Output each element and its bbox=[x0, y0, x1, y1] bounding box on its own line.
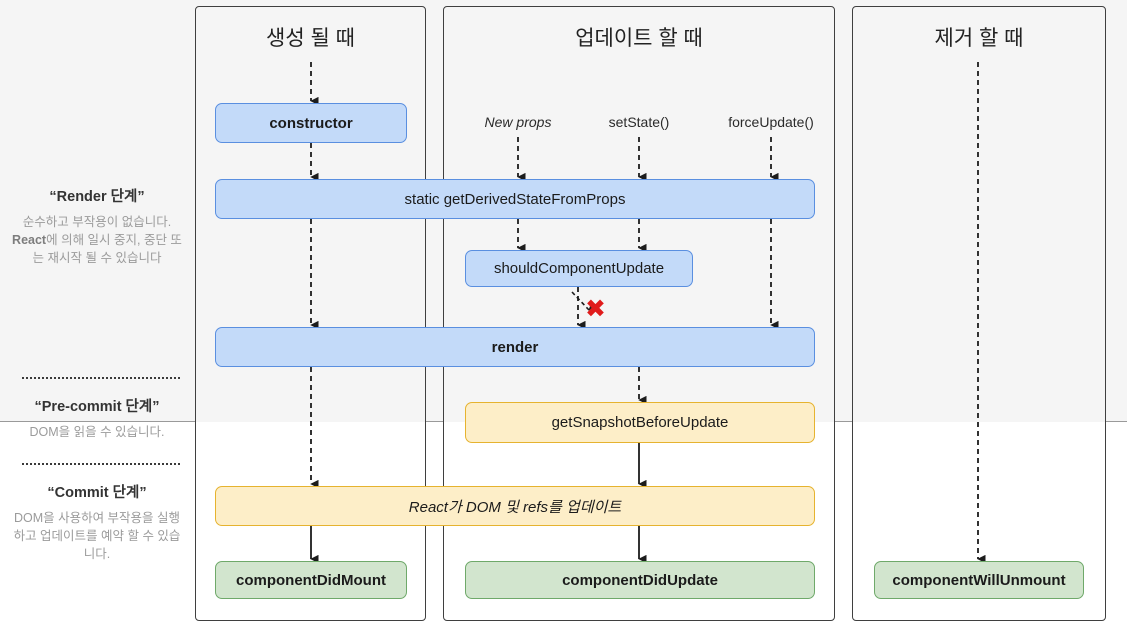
legend-render-phase: “Render 단계” 순수하고 부작용이 없습니다. React에 의해 일시… bbox=[12, 185, 182, 267]
node-constructor[interactable]: constructor bbox=[215, 103, 407, 143]
column-title-updating: 업데이트 할 때 bbox=[575, 27, 703, 50]
node-react-updates-dom-and-refs[interactable]: React가 DOM 및 refs를 업데이트 bbox=[215, 486, 815, 526]
trigger-force-update: forceUpdate() bbox=[728, 114, 814, 130]
legend-commit-phase-description: DOM을 사용하여 부작용을 실행하고 업데이트를 예약 할 수 있습니다. bbox=[13, 511, 181, 562]
legend-commit-phase: “Commit 단계” DOM을 사용하여 부작용을 실행하고 업데이트를 예약… bbox=[12, 481, 182, 563]
legend-render-phase-title: “Render 단계” bbox=[49, 189, 145, 205]
legend-pre-commit-phase-description: DOM을 읽을 수 있습니다. bbox=[29, 425, 165, 439]
panel-head-tint-3 bbox=[853, 7, 1105, 422]
legend-pre-commit-phase: “Pre-commit 단계” DOM을 읽을 수 있습니다. bbox=[12, 395, 182, 441]
node-should-component-update[interactable]: shouldComponentUpdate bbox=[465, 250, 693, 287]
node-get-derived-state-from-props[interactable]: static getDerivedStateFromProps bbox=[215, 179, 815, 219]
legend-render-phase-description: 순수하고 부작용이 없습니다. React에 의해 일시 중지, 중단 또는 재… bbox=[12, 215, 182, 266]
column-panel-unmounting bbox=[852, 6, 1106, 621]
column-panel-updating bbox=[443, 6, 835, 621]
node-render[interactable]: render bbox=[215, 327, 815, 367]
column-panel-mounting bbox=[195, 6, 426, 621]
node-component-will-unmount[interactable]: componentWillUnmount bbox=[874, 561, 1084, 599]
trigger-set-state: setState() bbox=[608, 114, 670, 130]
legend-pre-commit-phase-title: “Pre-commit 단계” bbox=[34, 399, 160, 415]
node-component-did-mount[interactable]: componentDidMount bbox=[215, 561, 407, 599]
column-title-unmounting: 제거 할 때 bbox=[934, 27, 1024, 50]
node-component-did-update[interactable]: componentDidUpdate bbox=[465, 561, 815, 599]
skip-render-x-icon: ✖ bbox=[585, 294, 606, 323]
legend-rule-bottom bbox=[22, 463, 180, 465]
legend-rule-top bbox=[22, 377, 180, 379]
column-title-mounting: 생성 될 때 bbox=[266, 27, 355, 50]
node-get-snapshot-before-update[interactable]: getSnapshotBeforeUpdate bbox=[465, 402, 815, 443]
legend-commit-phase-title: “Commit 단계” bbox=[47, 485, 147, 501]
trigger-new-props: New props bbox=[484, 114, 552, 130]
